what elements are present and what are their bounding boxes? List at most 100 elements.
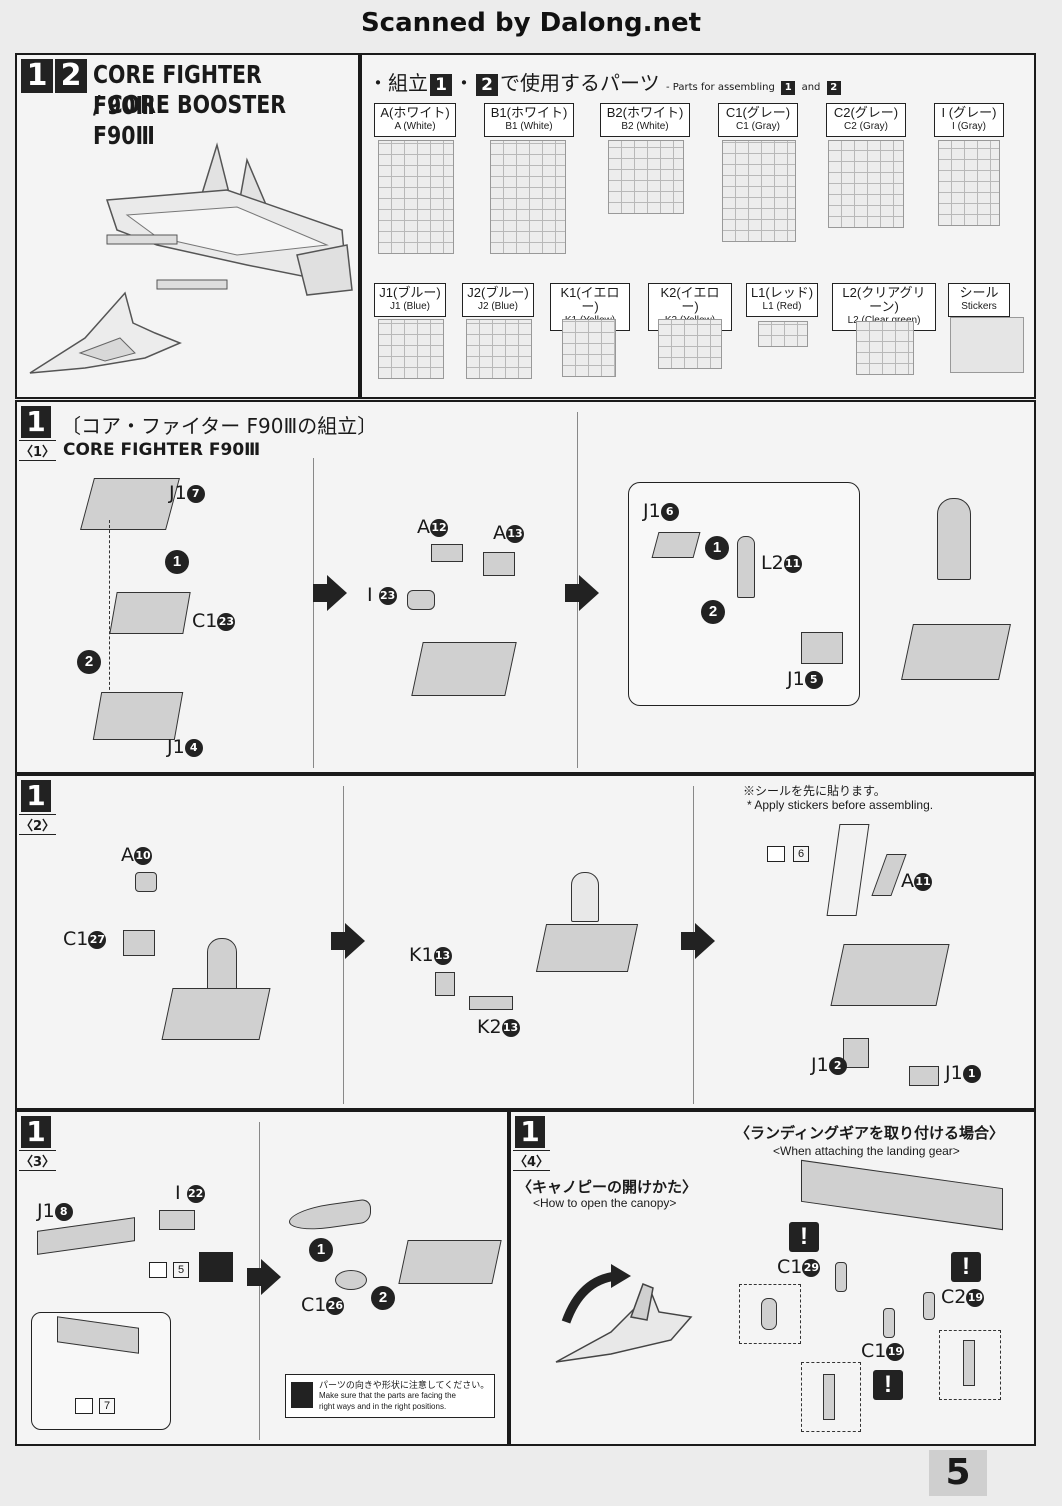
parts-heading-jp-suffix: で使用するパーツ [500,71,660,95]
label-c1-26: C126 [301,1294,345,1316]
parts-heading-num1: 1 [430,74,452,96]
parts-heading-dot: ・ [454,71,474,95]
part-b1-en: B1 (White) [505,121,553,132]
part-label-b2: B2(ホワイト)B2 (White) [600,103,690,137]
part-j1-jp: J1(ブルー) [379,285,441,300]
warning-icon-1: ! [789,1222,819,1252]
label-j1-2-text: J1 [811,1054,829,1076]
label-i23-text: I [367,584,373,606]
part-k2-jp: K2(イエロー) [660,285,720,314]
sticker-number-6: 6 [793,846,809,862]
section1-title-en: CORE FIGHTER F90Ⅲ [63,440,261,460]
label-j1-5-num: 5 [804,671,823,689]
label-i22-text: I [175,1182,181,1204]
part-j1-8 [37,1217,135,1255]
runner-k1 [562,319,616,377]
label-a12-text: A [417,516,430,538]
section1-title-jp: 〔コア・ファイター F90Ⅲの組立〕 [61,414,378,438]
label-a11-num: 11 [914,873,932,891]
core-booster-illustration [105,142,353,296]
canopy-title-en: <How to open the canopy> [533,1196,677,1210]
order-1c: 1 [309,1238,333,1262]
part-c1-27 [123,930,155,956]
section2-step: 1 [21,780,51,812]
label-c2-19-num: 19 [966,1289,985,1307]
warning-icon-2: ! [951,1252,981,1282]
gear-detail-2 [801,1362,861,1432]
gear-title-en: <When attaching the landing gear> [773,1144,960,1158]
label-j1-8-text: J1 [37,1200,55,1222]
gear-c2-19 [923,1292,935,1320]
part-stickers-en: Stickers [961,301,997,312]
label-c1-27: C127 [63,928,107,950]
label-j1-4-num: 4 [184,739,203,757]
order-1: 1 [165,550,189,574]
label-k1-13: K113 [409,944,452,966]
part-label-b1: B1(ホワイト)B1 (White) [484,103,574,137]
label-l2-11-num: 11 [783,555,802,573]
runner-j1 [378,319,444,379]
label-a12: A12 [417,516,448,538]
scan-credit: Scanned by Dalong.net [360,8,702,38]
part-c2-en: C2 (Gray) [844,121,888,132]
part-label-l1: L1(レッド)L1 (Red) [746,283,818,317]
part-k2-13 [469,996,513,1010]
part-label-j1: J1(ブルー)J1 (Blue) [374,283,446,317]
runner-l2 [856,321,914,375]
label-a10-num: 10 [134,847,152,865]
runner-l1 [758,321,808,347]
assembly-body-5 [830,944,950,1006]
part-j1-4 [92,692,184,740]
part-j2-en: J2 (Blue) [477,301,518,312]
label-i22: I 22 [175,1182,205,1204]
part-l2-11 [737,536,755,598]
canopy-illustration [555,1264,693,1363]
step-number-2: 2 [55,59,87,93]
flow-arrow-5-bar [247,1268,263,1286]
parts-heading-en-num1: 1 [781,81,796,95]
label-j1-2-num: 2 [828,1057,847,1075]
gear-c1-29 [835,1262,847,1292]
label-c1-23-text: C1 [192,610,218,632]
label-c2-19-text: C2 [941,1286,967,1308]
order-1b: 1 [705,536,729,560]
label-c1-23-num: 23 [217,613,236,631]
label-c1-19-num: 19 [886,1343,905,1361]
sticker-piece [826,824,870,916]
order-2: 2 [77,650,101,674]
section2-panel: 1 〈2〉 A10 C127 K113 K213 ※シールを先に貼ります。 * … [15,774,1036,1110]
part-l1-en: L1 (Red) [762,301,802,312]
section3-sub: 〈3〉 [19,1150,57,1171]
assembly-fighter-3 [398,1240,502,1284]
parts-heading-jp-prefix: ・組立 [368,71,428,95]
section3-step: 1 [21,1116,51,1148]
caution-box [285,1374,495,1418]
gear-detail-3 [939,1330,1001,1400]
flow-arrow-1 [327,575,347,611]
part-a-jp: A(ホワイト) [380,105,450,120]
section4-step: 1 [515,1116,545,1148]
title-line2: / CORE BOOSTER F90Ⅲ [93,90,287,150]
parts-heading-en-num2: 2 [826,81,841,95]
part-c1-26 [335,1270,367,1290]
section1-divider-1 [313,458,314,768]
flow-arrow-4-bar [681,932,697,950]
core-fighter-illustration [29,291,182,374]
label-a11-text: A [901,870,914,892]
part-a12 [431,544,463,562]
label-a13: A13 [493,522,524,544]
part-label-j2: J2(ブルー)J2 (Blue) [462,283,534,317]
label-c1-26-text: C1 [301,1294,327,1316]
label-k2-13-text: K2 [477,1016,502,1038]
part-a-en: A (White) [394,121,436,132]
order-2b: 2 [701,600,725,624]
step-number-1: 1 [21,59,53,93]
caution-note-jp: パーツの向きや形状に注意してください。 [319,1380,490,1390]
section4-sub: 〈4〉 [513,1150,551,1171]
